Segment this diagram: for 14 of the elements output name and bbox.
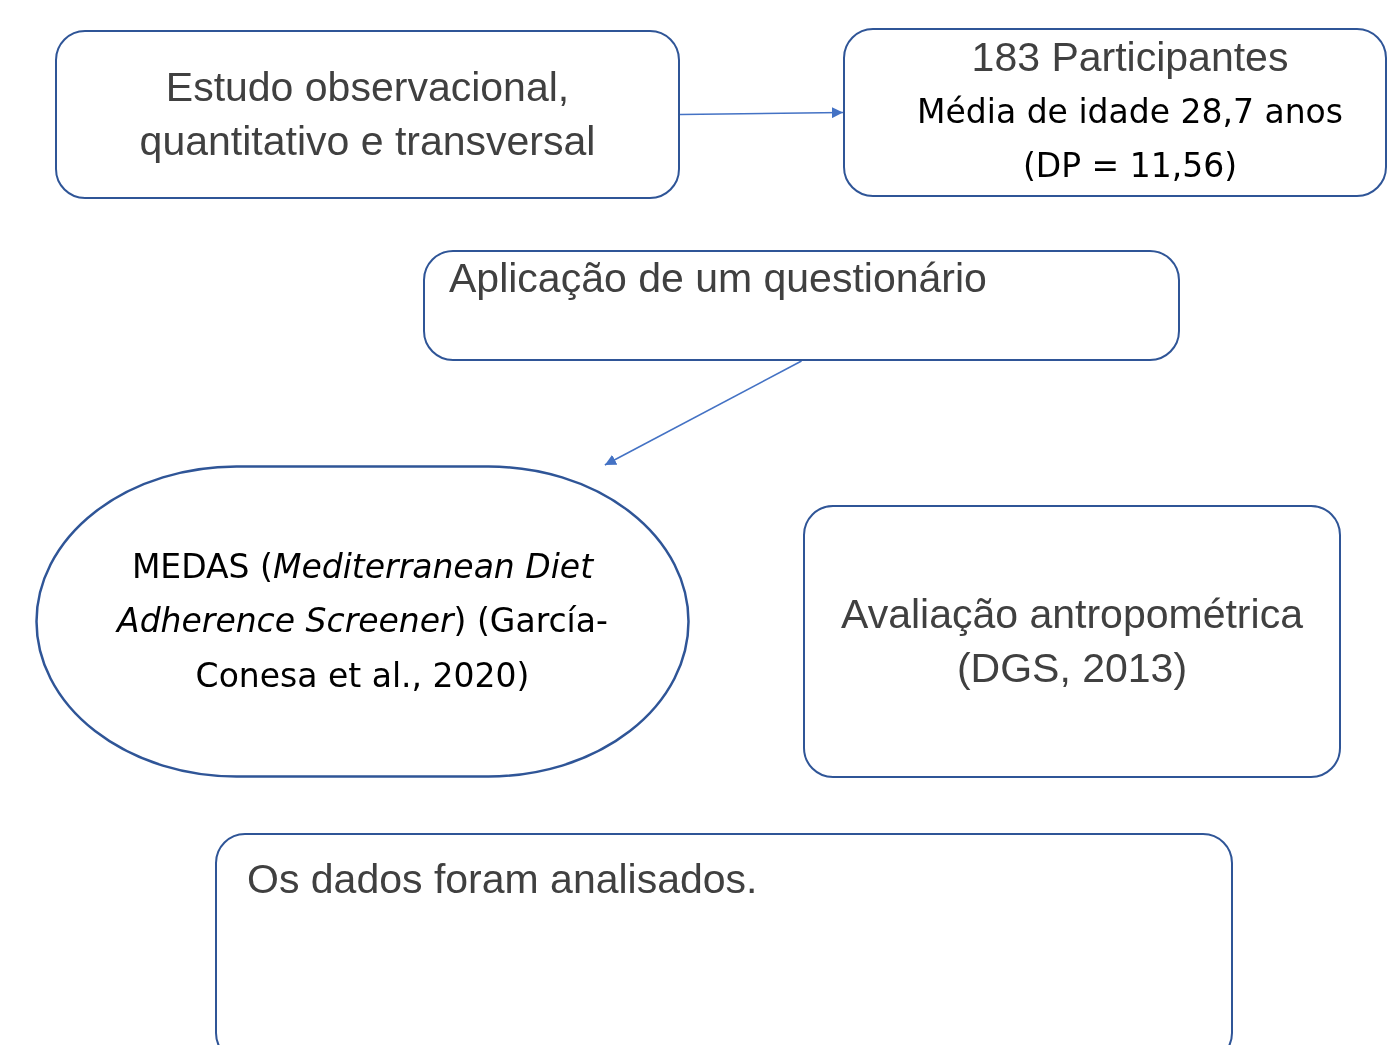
node-text: 183 Participantes xyxy=(971,33,1289,83)
node-text: Avaliação antropométrica (DGS, 2013) xyxy=(840,590,1304,693)
process-box xyxy=(423,250,1180,361)
node-text: Média de idade 28,7 anos (DP = 11,56) xyxy=(916,90,1344,188)
arrow xyxy=(604,360,803,466)
node-text: Estudo observacional, quantitativo e transversal xyxy=(138,63,597,166)
node-text: Os dados foram analisados. xyxy=(247,855,758,904)
node-text: Aplicação de um questionário xyxy=(449,254,987,303)
process-box xyxy=(215,833,1233,1045)
process-box xyxy=(55,30,680,199)
process-box xyxy=(843,28,1387,197)
arrow xyxy=(679,107,844,119)
process-box xyxy=(803,505,1341,778)
node-text: MEDAS (Mediterranean Diet Adherence Screener) (García-Conesa et al., 2020) xyxy=(114,545,609,697)
